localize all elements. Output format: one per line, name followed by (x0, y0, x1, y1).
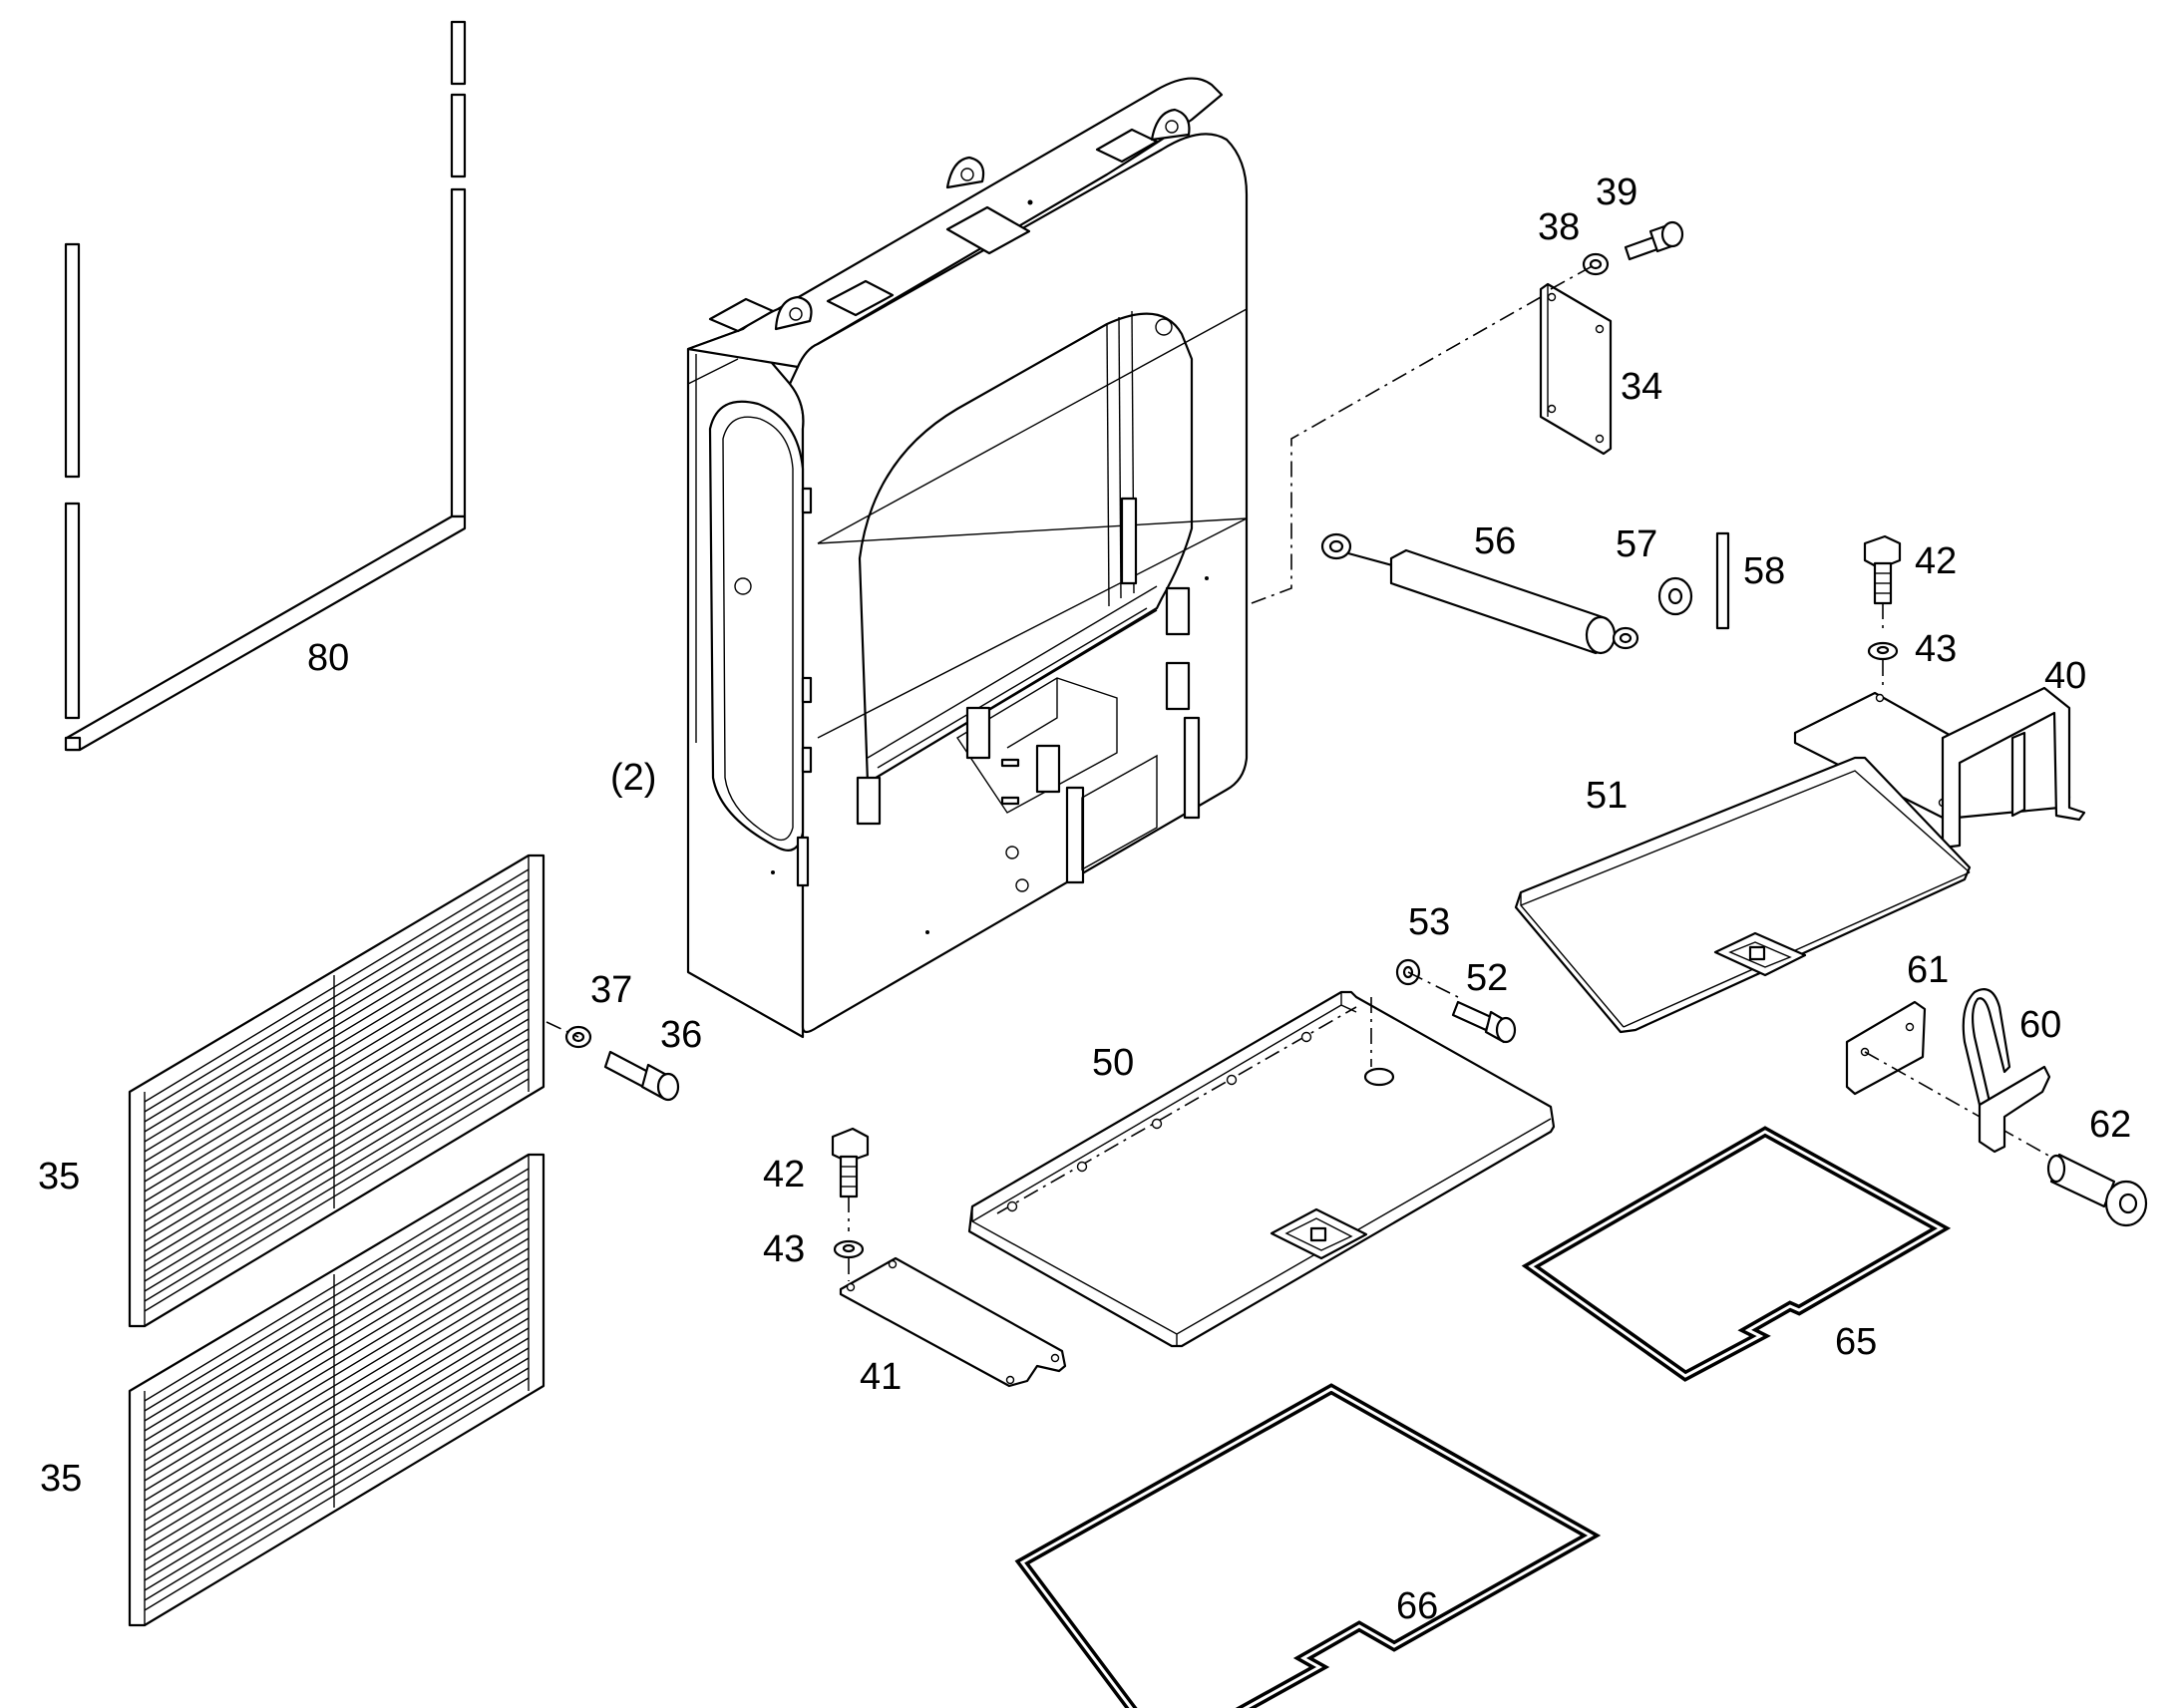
label-62: 62 (2089, 1104, 2131, 1146)
label-52: 52 (1466, 957, 1508, 999)
label-37: 37 (590, 969, 632, 1011)
label-66: 66 (1396, 1585, 1438, 1627)
callout-labels: 80 (2) 39 38 34 56 57 58 42 43 40 51 53 … (38, 171, 2131, 1627)
label-43-right: 43 (1915, 628, 1957, 670)
washer-57 (1657, 576, 1693, 616)
bracket-40 (1793, 686, 2086, 850)
label-38: 38 (1538, 206, 1580, 248)
label-43-left: 43 (763, 1228, 805, 1270)
grille-lower-35 (128, 1153, 545, 1627)
handle-60 (1962, 988, 2051, 1154)
grille-upper-slats (144, 868, 530, 1312)
pin-58 (1715, 531, 1730, 630)
cover-plate-34 (1539, 282, 1613, 456)
label-53: 53 (1408, 901, 1450, 943)
bolt-36 (603, 1050, 680, 1102)
leader-61-62 (1864, 1051, 2060, 1163)
grille-upper-35 (128, 854, 545, 1328)
bolt-39 (1624, 220, 1684, 261)
label-35-lower: 35 (40, 1458, 82, 1500)
gasket-66 (1014, 1383, 1602, 1708)
label-2: (2) (610, 757, 656, 799)
bolt-42-right (1863, 534, 1902, 605)
label-42-right: 42 (1915, 540, 1957, 582)
label-51: 51 (1586, 775, 1628, 817)
grille-lower-slats (144, 1168, 530, 1611)
label-40: 40 (2044, 655, 2086, 697)
washer-43-left (833, 1239, 865, 1259)
label-34: 34 (1621, 366, 1662, 408)
label-61: 61 (1907, 949, 1949, 991)
label-56: 56 (1474, 520, 1516, 562)
cap-screw-62 (2046, 1153, 2148, 1227)
label-57: 57 (1616, 523, 1657, 565)
handle-plate-61 (1845, 1000, 1927, 1096)
label-35-upper: 35 (38, 1156, 80, 1197)
label-65: 65 (1835, 1321, 1877, 1363)
label-58: 58 (1743, 550, 1785, 592)
bolt-52 (1451, 1000, 1517, 1044)
label-39: 39 (1596, 171, 1637, 213)
gasket-65 (1521, 1126, 1952, 1382)
label-42-left: 42 (763, 1154, 805, 1196)
bolt-42-left (831, 1127, 870, 1198)
washer-38 (1582, 252, 1610, 276)
tray-front-50 (967, 990, 1556, 1348)
leader-36 (545, 1021, 579, 1038)
label-41: 41 (860, 1356, 902, 1398)
label-36: 36 (660, 1014, 702, 1056)
label-50: 50 (1092, 1042, 1134, 1084)
label-80: 80 (307, 637, 349, 679)
leader-34 (1251, 296, 1542, 604)
edge-seal-80 (64, 20, 467, 752)
gas-spring-56 (1320, 532, 1639, 655)
strip-plate-41 (839, 1256, 1067, 1388)
main-frame (686, 77, 1249, 1039)
leader-38-39 (1550, 263, 1597, 290)
washer-43-right (1867, 641, 1899, 661)
tray-back-51 (1514, 756, 1972, 1034)
label-60: 60 (2019, 1004, 2061, 1046)
leader-53-52 (1407, 971, 1459, 998)
